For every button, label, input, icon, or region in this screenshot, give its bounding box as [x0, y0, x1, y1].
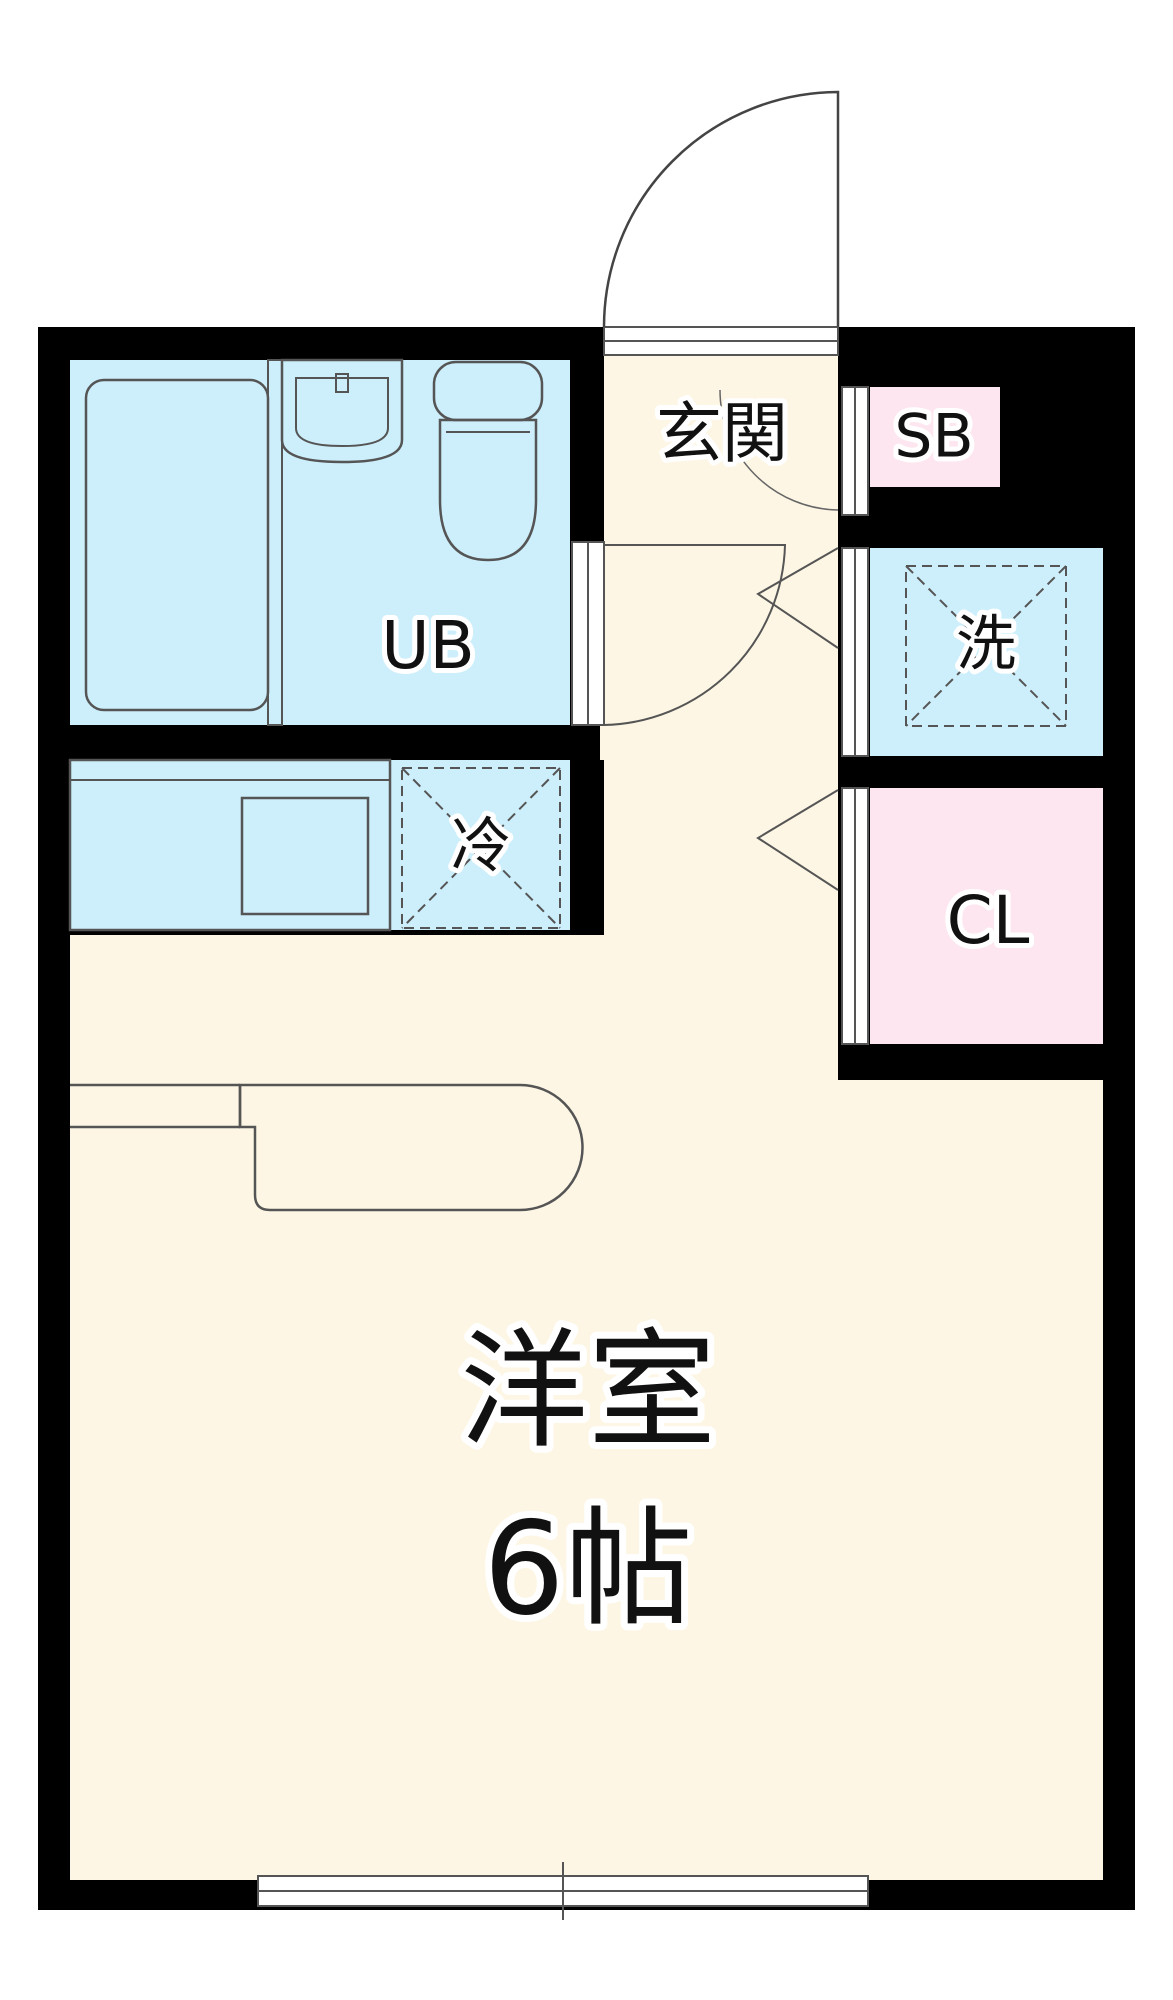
room-desk [70, 1083, 584, 1212]
room-size-label: 6帖 [483, 1495, 692, 1644]
kitchen-floor [70, 760, 570, 930]
shoe-box-partition [719, 386, 869, 516]
unit-bath-floor [70, 360, 570, 725]
entrance-floor [604, 355, 838, 515]
fridge-space [401, 767, 561, 929]
western-room-floor [70, 510, 1103, 1880]
washer-label: 洗 [956, 610, 1016, 680]
closet-label: CL [947, 882, 1030, 959]
interior-walls [38, 327, 1135, 1080]
shoe-box-label: SB [894, 402, 973, 472]
shoe-box-area [870, 387, 1000, 487]
washer-pan [905, 565, 1067, 727]
entrance-door [602, 90, 840, 356]
unit-bath-label: UB [381, 607, 475, 684]
bath-door [571, 541, 787, 726]
washer-area [870, 548, 1103, 756]
kitchen-counter [68, 758, 392, 932]
entrance-label: 玄関 [656, 395, 788, 472]
floor-areas [70, 355, 1103, 1880]
fridge-label: 冷 [451, 812, 511, 882]
western-room-label: 洋室 [460, 1317, 716, 1466]
entrance-door-swing [602, 90, 840, 328]
closet-area [870, 788, 1103, 1044]
washbasin [280, 358, 404, 464]
south-window [257, 1862, 869, 1920]
closet-doors [756, 787, 869, 1045]
bath-partition [267, 359, 283, 726]
kitchen-sink [240, 796, 370, 916]
washer-doors [756, 547, 869, 757]
toilet [432, 360, 544, 562]
